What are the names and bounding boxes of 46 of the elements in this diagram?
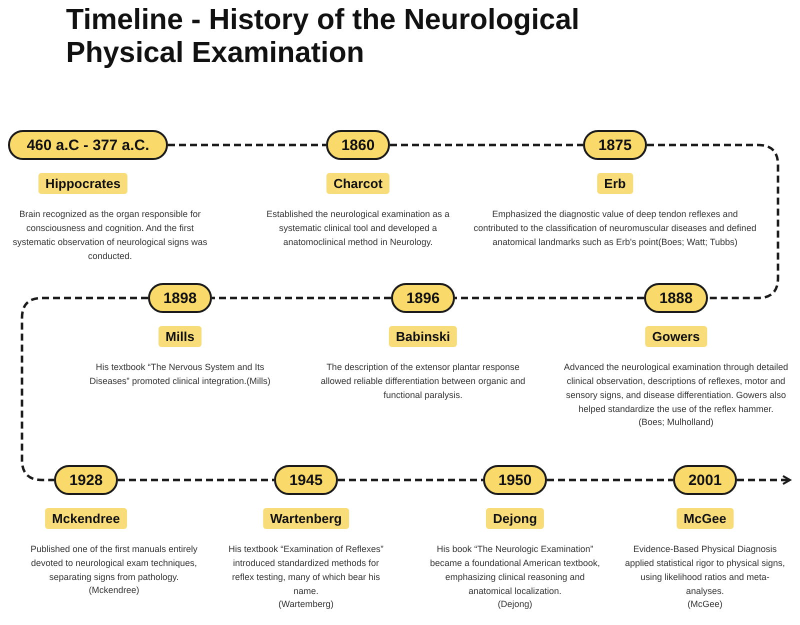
description-text: His book “The Neurologic Examination” became a foundational American textbook, emphasizing clinical reasoning and anatomical localization. [428,543,602,598]
citation-text: (Dejong) [498,598,532,611]
person-name: Dejong [486,508,544,529]
description-text: The description of the extensor plantar response allowed reliable differentiation between organic and functional paralysis. [320,361,526,402]
description-text: Published one of the first manuals entirely devoted to neurological exam techniques, separating signs from pathology. [29,543,199,584]
year-pill: 1928 [54,465,118,495]
description-text: Brain recognized as the organ responsible for consciousness and cognition. And the first systematic observation of neurological signs was conducted. [12,208,208,263]
dashed-connector [455,296,644,300]
person-name: Wartenberg [263,508,349,529]
dashed-connector [118,478,274,482]
dashed-connector [647,144,780,300]
year-pill: 1888 [644,283,708,313]
citation-text: (Wartemberg) [278,598,334,611]
person-name: Gowers [645,326,707,347]
year-pill: 1945 [274,465,338,495]
year-pill: 2001 [673,465,737,495]
dashed-connector [390,144,583,146]
person-name: Babinski [388,326,458,347]
citation-text: (Mckendree) [88,584,140,597]
description-text: Evidence-Based Physical Diagnosis applied statistical rigor to physical signs, using likelihood ratios and meta-analyses. [624,543,786,598]
person-name: Mckendree [45,508,127,529]
dashed-arrow [737,475,791,485]
citation-text: (Boes; Mulholland) [638,416,714,429]
person-name: Hippocrates [38,173,128,194]
citation-text: (McGee) [688,598,722,611]
person-name: Erb [597,173,633,194]
person-name: Mills [158,326,202,347]
dashed-connector [212,296,391,300]
title: Timeline - History of the Neurological Physical Examination [66,4,580,70]
year-pill: 1950 [483,465,547,495]
dashed-connector [20,296,148,482]
dashed-connector [547,478,673,482]
person-name: McGee [676,508,734,529]
description-text: His textbook “Examination of Reflexes” introduced standardized methods for reflex testing, many of which bear his name. [227,543,385,598]
year-pill: 460 a.C - 377 a.C. [8,130,168,160]
description-text: Established the neurological examination as a systematic clinical tool and developed a anatomoclinical method in Neurology. [265,208,451,249]
year-pill: 1875 [583,130,647,160]
description-text: Advanced the neurological examination through detailed clinical observation, descriptions of reflexes, motor and sensory signs, and disease differentiation. Gowers also helped standardize the use of the reflex hammer. [562,361,790,416]
dashed-connector [338,478,483,482]
year-pill: 1896 [391,283,455,313]
year-pill: 1898 [148,283,212,313]
description-text: His textbook “The Nervous System and Its Diseases” promoted clinical integration.(Mills) [88,361,272,388]
person-name: Charcot [326,173,390,194]
year-pill: 1860 [326,130,390,160]
dashed-connector [168,144,326,146]
description-text: Emphasized the diagnostic value of deep tendon reflexes and contributed to the classification of neuromuscular diseases and defined anatomical landmarks such as Erb's point(Boes; Watt; Tubbs) [472,208,758,249]
